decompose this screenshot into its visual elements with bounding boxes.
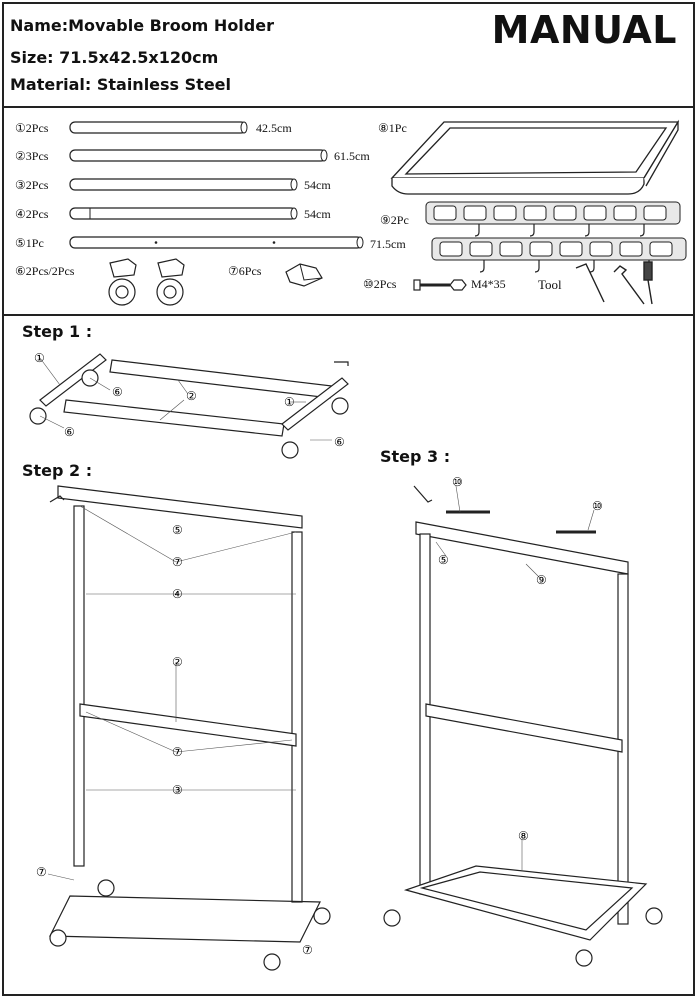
step1-callout-6b: ⑥: [64, 425, 75, 439]
part-5-length: 71.5cm: [370, 237, 406, 251]
step2-callout-3: ③: [172, 783, 183, 797]
step1-callout-6a: ⑥: [112, 385, 123, 399]
step3-callout-10a: ⑩: [452, 475, 463, 489]
tube-71-5-icon: [69, 236, 364, 249]
tube-54-insert-icon: [69, 207, 298, 220]
step2-callout-2: ②: [172, 655, 183, 669]
step1-callout-1b: ①: [284, 395, 295, 409]
step-1-title: Step 1 :: [22, 322, 93, 341]
part-2-length: 61.5cm: [334, 149, 370, 163]
step2-callout-7a: ⑦: [172, 555, 183, 569]
step1-callout-2: ②: [186, 389, 197, 403]
part-8: ⑧1Pc: [378, 121, 407, 135]
step2-callout-4: ④: [172, 587, 183, 601]
parts-divider: [2, 314, 695, 316]
part-6: ⑥2Pcs/2Pcs: [15, 264, 75, 278]
product-name: Name:Movable Broom Holder: [10, 16, 274, 35]
part-5: ⑤1Pc: [15, 236, 44, 250]
step-3-title: Step 3 :: [380, 447, 451, 466]
tube-61-5-icon: [69, 149, 328, 162]
step3-callout-9: ⑨: [536, 573, 547, 587]
part-4-length: 54cm: [304, 207, 331, 221]
part-7: ⑦6Pcs: [228, 264, 262, 278]
step2-callout-7c: ⑦: [36, 865, 47, 879]
tube-42-5-icon: [69, 121, 248, 134]
part-3: ③2Pcs: [15, 178, 49, 192]
part-3-length: 54cm: [304, 178, 331, 192]
part-1-length: 42.5cm: [256, 121, 292, 135]
part-2: ②3Pcs: [15, 149, 49, 163]
manual-title: MANUAL: [491, 8, 677, 52]
step1-callout-1a: ①: [34, 351, 45, 365]
connector-icon: [285, 263, 323, 287]
product-material: Material: Stainless Steel: [10, 75, 231, 94]
step-2-diagram: ⑤ ⑦ ④ ② ⑦ ③ ⑦ ⑦: [36, 485, 331, 971]
part-10-spec: M4*35: [471, 277, 506, 291]
step3-callout-10b: ⑩: [592, 499, 603, 513]
part-10: ⑩2Pcs: [363, 277, 397, 291]
product-size: Size: 71.5x42.5x120cm: [10, 48, 219, 67]
tray-icon: [390, 119, 680, 195]
part-9: ⑨2Pc: [380, 213, 409, 227]
step1-callout-6c: ⑥: [334, 435, 345, 449]
step2-callout-5: ⑤: [172, 523, 183, 537]
tools-icon: [575, 261, 653, 305]
hook-strip-icon: [425, 201, 687, 273]
part-4: ④2Pcs: [15, 207, 49, 221]
header-divider: [2, 106, 695, 108]
part-1: ①2Pcs: [15, 121, 49, 135]
caster-wheel-icon: [108, 258, 185, 306]
step3-callout-8: ⑧: [518, 829, 529, 843]
screw-icon: [413, 279, 467, 291]
step-2-title: Step 2 :: [22, 461, 93, 480]
step2-callout-7b: ⑦: [172, 745, 183, 759]
step-3-diagram: ⑩ ⑩ ⑤ ⑨ ⑧: [383, 475, 663, 967]
step3-callout-5: ⑤: [438, 553, 449, 567]
step2-callout-7d: ⑦: [302, 943, 313, 957]
tool-label: Tool: [538, 277, 562, 292]
tube-54-icon: [69, 178, 298, 191]
step-1-diagram: ① ⑥ ② ⑥ ① ⑥: [29, 351, 349, 459]
